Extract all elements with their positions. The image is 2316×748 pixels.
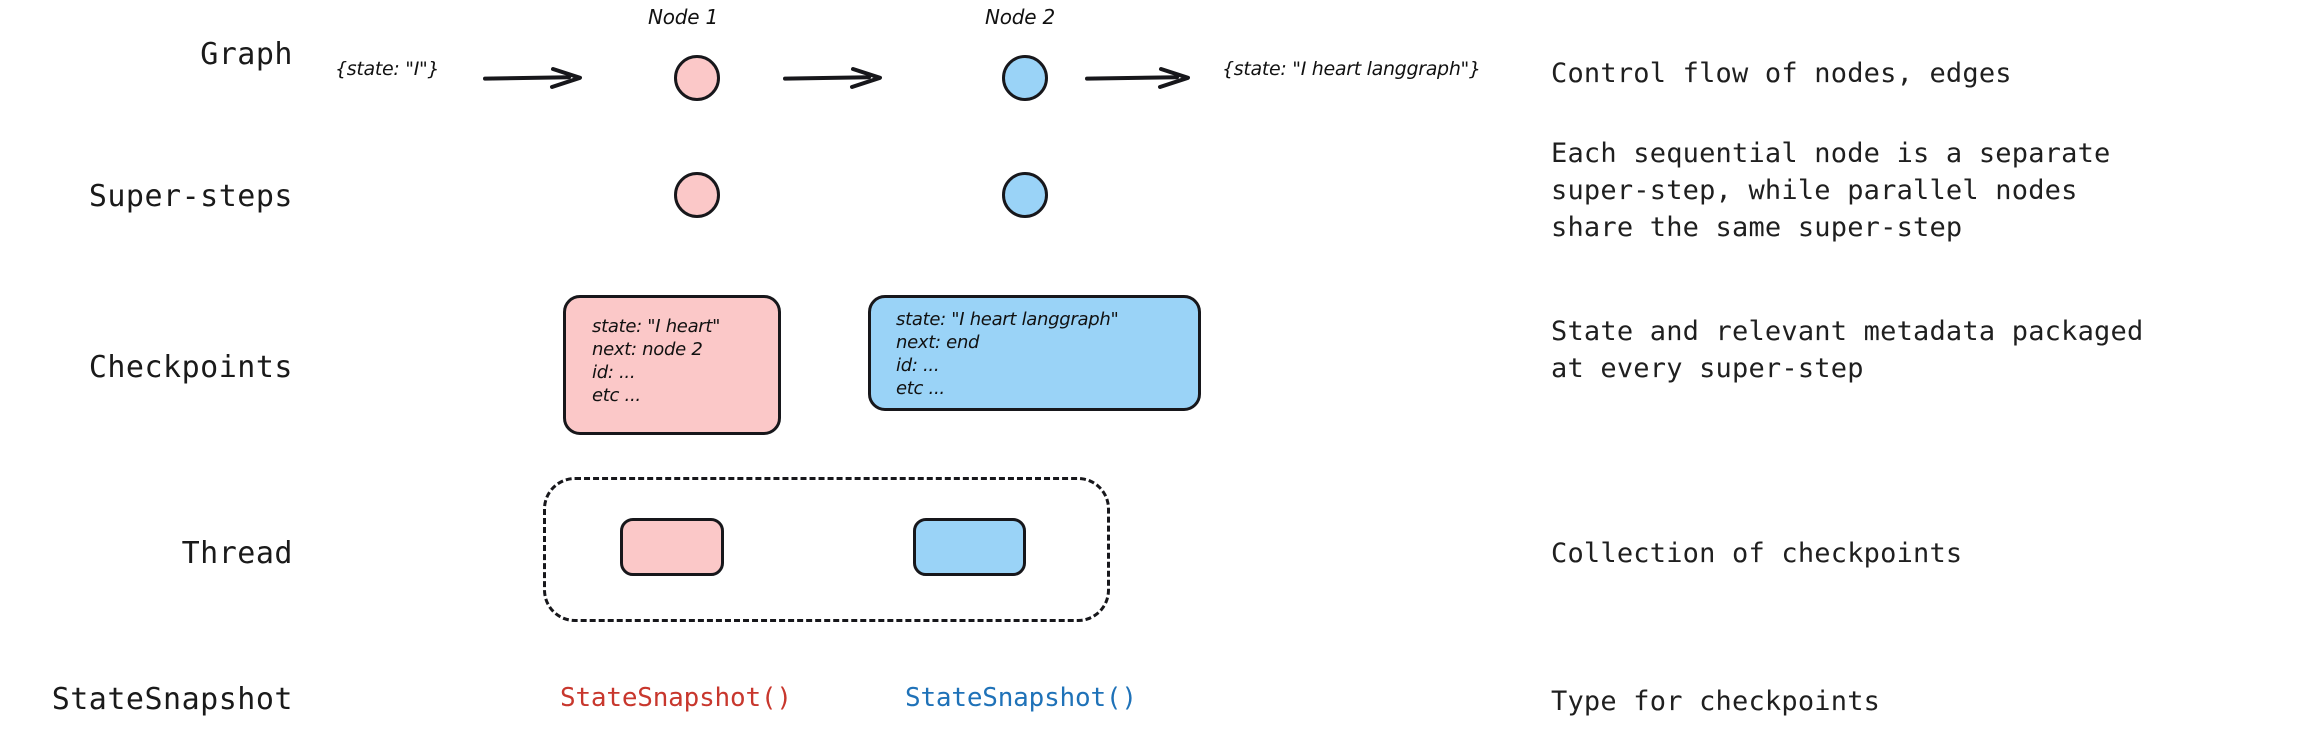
checkpoint-box-blue-text: state: "I heart langgraph" next: end id:… — [896, 309, 1119, 399]
row-label-checkpoints: Checkpoints — [88, 350, 293, 385]
graph-arrow-2 — [783, 67, 882, 89]
statesnapshot-label-blue: StateSnapshot() — [905, 683, 1137, 713]
thread-checkpoint-chip-pink — [620, 518, 724, 576]
node-1-caption: Node 1 — [648, 5, 719, 29]
row-description-super-steps: Each sequential node is a separate super… — [1551, 138, 2111, 243]
row-description-graph: Control flow of nodes, edges — [1551, 58, 2012, 89]
graph-state-end-annotation: {state: "I heart langgraph"} — [1222, 58, 1481, 80]
node-2-caption: Node 2 — [985, 5, 1056, 29]
graph-arrow-3 — [1085, 67, 1190, 89]
row-label-graph: Graph — [200, 37, 293, 72]
statesnapshot-label-pink: StateSnapshot() — [560, 683, 792, 713]
graph-node-1-circle — [674, 55, 720, 101]
row-description-statesnapshot: Type for checkpoints — [1551, 686, 1881, 717]
row-label-super-steps: Super-steps — [88, 179, 293, 214]
row-label-thread: Thread — [181, 536, 293, 571]
checkpoint-box-pink — [563, 295, 781, 435]
graph-state-start-annotation: {state: "I"} — [335, 58, 440, 80]
row-description-thread: Collection of checkpoints — [1551, 538, 1963, 569]
graph-arrow-1 — [483, 67, 582, 89]
super-step-node-2-circle — [1002, 172, 1048, 218]
thread-container — [543, 477, 1110, 622]
checkpoint-box-blue — [868, 295, 1201, 411]
row-description-checkpoints: State and relevant metadata packaged at … — [1551, 316, 2144, 384]
checkpoint-box-pink-text: state: "I heart" next: node 2 id: ... et… — [592, 316, 721, 406]
row-label-statesnapshot: StateSnapshot — [51, 682, 293, 717]
graph-node-2-circle — [1002, 55, 1048, 101]
super-step-node-1-circle — [674, 172, 720, 218]
thread-checkpoint-chip-blue — [913, 518, 1026, 576]
